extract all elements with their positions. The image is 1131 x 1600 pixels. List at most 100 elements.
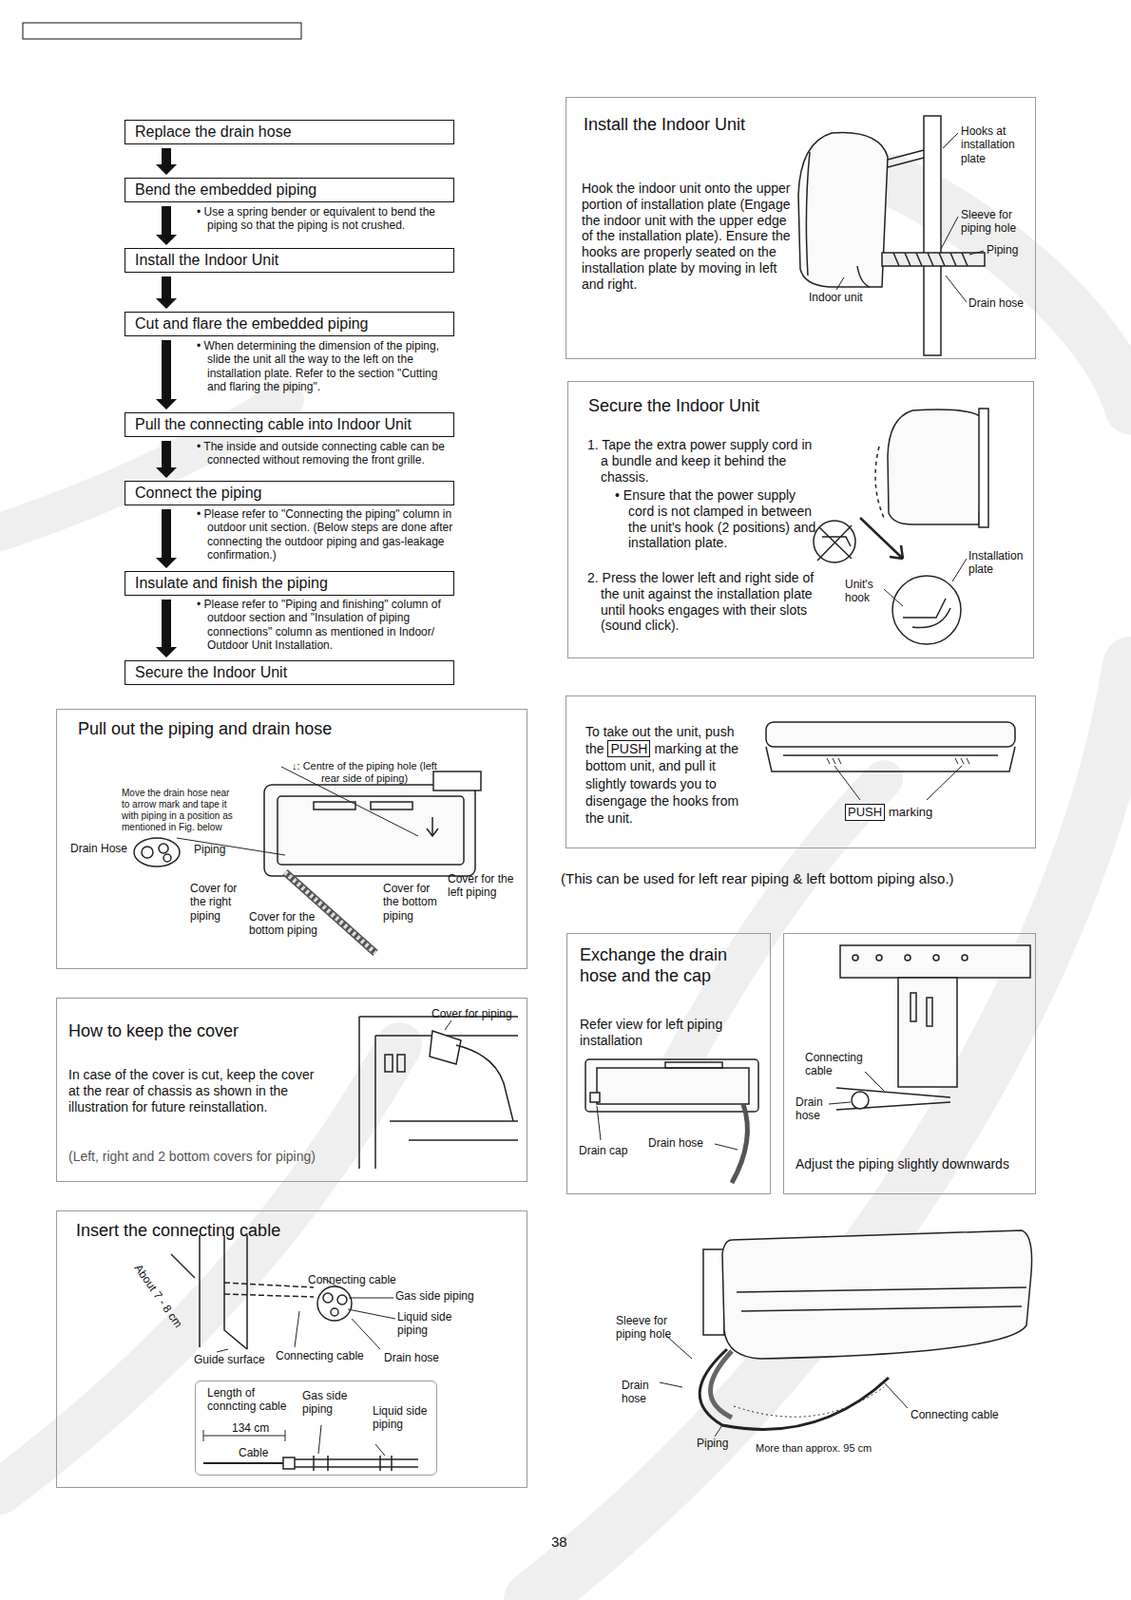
bottom-view-drawing	[834, 766, 962, 801]
exchange-drain-drawing	[590, 1092, 600, 1103]
watermark	[0, 180, 1131, 1600]
step-label: Insulate and finish the piping	[125, 572, 454, 595]
rear-view-drawing	[158, 843, 169, 854]
bracket-drawing	[904, 955, 911, 961]
insert-cable-drawing	[313, 1456, 392, 1472]
bottom-view-drawing	[766, 722, 1016, 748]
secure-unit-drawing	[883, 558, 967, 607]
step-note: • Please refer to "Piping and finishing"…	[196, 597, 459, 653]
install-unit-drawing	[798, 133, 888, 288]
step-label: Replace the drain hose	[125, 120, 454, 143]
rear-view-drawing	[313, 802, 356, 810]
step-note: • Please refer to "Connecting the piping…	[196, 507, 459, 563]
installed-unit-drawing	[703, 1249, 725, 1336]
rear-view-drawing	[370, 802, 413, 810]
cover-drawing	[429, 1031, 461, 1065]
flow-arrow	[155, 276, 177, 309]
step-label: Install the Indoor Unit	[125, 249, 454, 271]
install-unit-drawing	[887, 150, 924, 168]
panel-text: Length of conncting cable	[207, 1386, 298, 1415]
step-note: • When determining the dimension of the …	[196, 339, 452, 395]
panel-heading: How to keep the cover	[68, 1021, 354, 1043]
panel-heading: Insert the connecting cable	[76, 1221, 362, 1243]
panel-text: 134 cm	[231, 1421, 289, 1436]
part-label: Connecting cable	[910, 1408, 1025, 1422]
watermark	[0, 1045, 400, 1493]
part-label: Sleeve for piping hole	[960, 208, 1036, 236]
secure-unit-drawing	[817, 525, 852, 561]
part-label: Installation plate	[968, 549, 1034, 577]
part-label: Drain hose	[648, 1136, 715, 1151]
installed-unit-drawing	[659, 1230, 1033, 1438]
panel-text: • Ensure that the power supply cord is n…	[614, 487, 823, 552]
panel-heading: Pull out the piping and drain hose	[77, 719, 411, 741]
panel-frame: How to keep the cover In case of the cove…	[56, 997, 528, 1183]
panel-frame: To take out the unit, push thePUSHmarkin…	[565, 695, 1036, 849]
part-label: Drain hose	[621, 1379, 660, 1407]
insert-cable-drawing	[283, 1457, 295, 1470]
panel-text: Gas side piping	[302, 1389, 362, 1418]
part-label: More than approx. 95 cm	[755, 1442, 918, 1456]
part-label: Piping	[986, 243, 1035, 257]
step-note: • Use a spring bender or equivalent to b…	[196, 205, 459, 233]
step-label: Cut and flare the embedded piping	[125, 312, 454, 335]
panel-heading: Secure the Indoor Unit	[588, 396, 874, 418]
secure-unit-drawing	[813, 408, 989, 645]
rear-view-drawing	[264, 785, 476, 877]
part-label: Cover for the bottom piping	[249, 910, 326, 939]
part-label: About 7 - 8 cm	[131, 1262, 186, 1331]
cover-drawing	[389, 1121, 518, 1141]
part-label: ↓: Centre of the piping hole (left rear …	[281, 760, 448, 786]
panel-heading: Exchange the drain hose and the cap	[579, 945, 766, 987]
bottom-view-drawing	[826, 758, 970, 765]
bracket-drawing	[851, 1092, 869, 1110]
part-label: Liquid side piping	[397, 1310, 457, 1339]
part-label: Drain hose	[968, 296, 1036, 310]
watermark	[665, 779, 884, 1093]
part-label: Gas side piping	[395, 1289, 500, 1304]
insert-cable-drawing	[216, 1278, 396, 1353]
part-label: PUSH	[844, 804, 885, 822]
rear-view-drawing	[163, 854, 172, 863]
installed-unit-drawing	[736, 1287, 1027, 1312]
part-label: Piping	[696, 1437, 745, 1451]
note-text: To take out the unit, push thePUSHmarkin…	[585, 723, 757, 827]
part-label: Drain hose	[795, 1095, 834, 1124]
secure-unit-drawing	[875, 446, 884, 518]
flow-arrow	[155, 509, 177, 569]
panel-text: In case of the cover is cut, keep the co…	[68, 1067, 327, 1115]
insert-cable-drawing	[171, 1254, 195, 1279]
secure-unit-drawing	[813, 520, 856, 563]
process-box: Bend the embedded piping	[124, 177, 455, 203]
header-frame	[22, 22, 302, 39]
secure-unit-drawing	[887, 409, 983, 525]
insert-cable-drawing	[323, 1293, 333, 1304]
part-label: Move the drain hose near to arrow mark a…	[121, 787, 238, 834]
process-box: Pull the connecting cable into Indoor Un…	[124, 412, 455, 438]
secure-unit-drawing	[978, 408, 989, 528]
installed-unit-drawing	[659, 1335, 908, 1438]
step-label: Bend the embedded piping	[125, 178, 454, 201]
process-box: Install the Indoor Unit	[124, 248, 455, 273]
cover-drawing	[359, 1016, 518, 1170]
rear-view-drawing	[433, 771, 481, 791]
part-label: Cover for piping	[431, 1007, 527, 1021]
exchange-drain-drawing	[596, 1106, 738, 1151]
install-unit-drawing	[923, 115, 941, 356]
push-mark: PUSH	[607, 740, 651, 758]
flow-arrow	[155, 599, 177, 658]
bottom-view-drawing	[766, 747, 1016, 772]
part-label: Piping	[193, 843, 242, 857]
part-label: (This can be used for left rear piping &…	[560, 870, 955, 888]
installed-unit-drawing	[722, 1230, 1033, 1360]
cover-drawing	[359, 1016, 518, 1170]
part-label: Sleeve for piping hole	[615, 1314, 694, 1342]
rear-view-drawing	[277, 796, 464, 865]
panel-frame: Length of conncting cable134 cmCableGas …	[194, 1380, 438, 1477]
insert-cable-drawing	[317, 1286, 352, 1322]
insert-cable-drawing	[330, 1308, 339, 1317]
insert-cable-drawing	[337, 1295, 347, 1305]
flow-arrow	[155, 148, 177, 175]
part-label: Connecting cable	[805, 1051, 872, 1079]
